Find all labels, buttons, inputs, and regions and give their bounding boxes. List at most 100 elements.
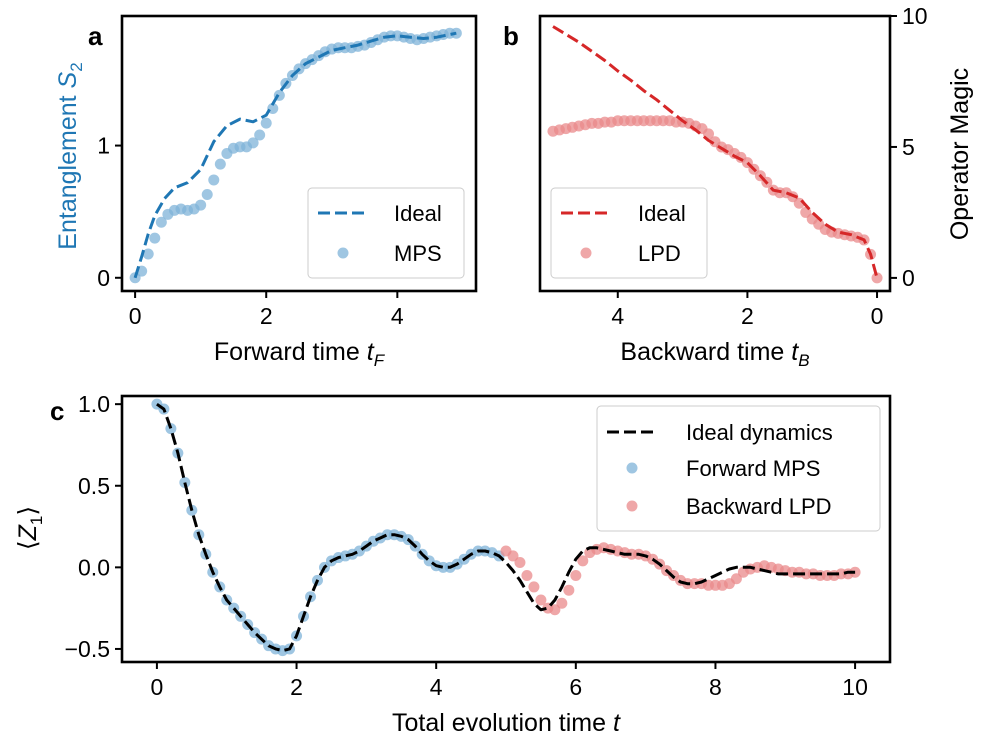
- panel-a-legend-ideal-label: Ideal: [394, 201, 442, 226]
- panel-c-legend-forward-label: Forward MPS: [686, 456, 820, 481]
- backward-lpd-point: [556, 597, 568, 609]
- x-tick-label: 2: [741, 303, 754, 329]
- panel-a-frame: [120, 14, 478, 293]
- panel-b-legend-lpd-label: LPD: [638, 241, 681, 266]
- backward-lpd-point: [521, 570, 533, 582]
- panel-b-x-axis-sub: B: [798, 351, 809, 370]
- ideal-dynamics-line: [156, 402, 856, 653]
- backward-lpd-point: [730, 573, 742, 585]
- panel-a-legend: Ideal MPS: [307, 187, 465, 279]
- panel-a-y-axis-var: S: [54, 71, 82, 88]
- backward-lpd-point: [577, 555, 589, 567]
- mps-point: [201, 188, 213, 200]
- x-tick-label: 4: [391, 303, 404, 329]
- panel-a-legend-mps-swatch: [337, 247, 349, 259]
- panel-a-y-ticks: 01: [97, 133, 122, 291]
- panel-b-legend: Ideal LPD: [550, 187, 708, 279]
- backward-lpd-point: [563, 584, 575, 596]
- panel-b-frame: [538, 14, 892, 293]
- panel-a-y-axis-label-text: Entanglement: [54, 95, 82, 249]
- y-tick-label: 10: [902, 3, 928, 29]
- panel-b-x-ticks: 4 2 0: [611, 291, 883, 329]
- mps-point: [155, 216, 167, 228]
- x-tick-label: 2: [290, 674, 303, 700]
- panel-b: b 4 2 0 0 5 10 Backward time tB Operator Mag…: [503, 3, 974, 370]
- panel-c-x-axis-var: t: [613, 709, 621, 737]
- backward-lpd-point: [507, 550, 519, 562]
- panel-b-y-axis-label: Operator Magic: [946, 68, 974, 240]
- mps-point: [260, 117, 272, 129]
- backward-lpd-point: [549, 604, 561, 616]
- x-tick-label: 4: [430, 674, 443, 700]
- panel-b-plot-area: [547, 25, 883, 284]
- panel-c-legend-ideal-label: Ideal dynamics: [686, 420, 833, 445]
- backward-lpd-point: [528, 581, 540, 593]
- mps-point: [149, 232, 161, 244]
- panel-c-label: c: [50, 396, 64, 426]
- panel-c-legend-backward-swatch: [626, 500, 638, 512]
- panel-a-x-axis-label: Forward time tF: [214, 338, 386, 370]
- panel-c-y-axis-sub: 1: [27, 516, 46, 525]
- mps-point: [142, 248, 154, 260]
- backward-lpd-point: [570, 570, 582, 582]
- y-tick-label: 0.5: [78, 473, 110, 499]
- panel-c-x-axis-label: Total evolution time t: [392, 709, 621, 737]
- panel-c-y-axis-bracket-open: ⟨: [14, 540, 42, 550]
- panel-b-x-axis-label: Backward time tB: [620, 338, 809, 370]
- panel-a-label: a: [88, 21, 103, 51]
- y-tick-label: 5: [902, 134, 915, 160]
- panel-c-legend-forward-swatch: [626, 462, 638, 474]
- panel-b-legend-lpd-swatch: [580, 247, 592, 259]
- forward-mps-point: [179, 476, 191, 488]
- panel-a-x-ticks: 0 2 4: [129, 291, 404, 329]
- mps-point: [214, 158, 226, 170]
- ideal-line: [552, 25, 879, 279]
- mps-point: [247, 137, 259, 149]
- y-tick-label: 1.0: [78, 391, 110, 417]
- panel-a-y-axis-label: Entanglement S2: [54, 62, 86, 249]
- panel-b-x-axis-var: t: [791, 338, 799, 366]
- panel-c-legend-box: [596, 405, 881, 532]
- x-tick-label: 0: [129, 303, 142, 329]
- panel-c-frame: [120, 394, 892, 664]
- panel-b-legend-ideal-label: Ideal: [638, 201, 686, 226]
- ideal-line: [133, 31, 457, 279]
- x-tick-label: 2: [260, 303, 273, 329]
- x-tick-label: 8: [709, 674, 722, 700]
- lpd-point: [871, 272, 883, 284]
- panel-c-legend: Ideal dynamics Forward MPS Backward LPD: [596, 405, 881, 532]
- y-tick-label: 0: [97, 265, 110, 291]
- forward-mps-point: [165, 423, 177, 435]
- mps-point: [450, 27, 462, 39]
- panel-a-legend-mps-label: MPS: [394, 241, 442, 266]
- panel-a-y-axis-sub: 2: [67, 62, 86, 71]
- panel-c-plot-area: [151, 398, 861, 657]
- x-tick-label: 0: [871, 303, 884, 329]
- backward-lpd-point: [514, 556, 526, 568]
- panel-c-y-axis-var: Z: [14, 524, 42, 541]
- panel-b-y-ticks: 0 5 10: [890, 3, 928, 291]
- panel-a-x-axis-var: t: [367, 338, 375, 366]
- panel-b-label: b: [503, 21, 519, 51]
- x-tick-label: 6: [569, 674, 582, 700]
- mps-point: [254, 129, 266, 141]
- y-tick-label: 0.0: [78, 554, 110, 580]
- panel-c-y-ticks: −0.50.00.51.0: [65, 391, 122, 662]
- panel-a-plot-area: [129, 27, 462, 284]
- backward-lpd-point: [535, 594, 547, 606]
- x-tick-label: 10: [842, 674, 868, 700]
- panel-a-x-axis-label-text: Forward time: [214, 338, 360, 366]
- panel-c-y-axis-label: ⟨Z1⟩: [14, 506, 46, 550]
- y-tick-label: 1: [97, 133, 110, 159]
- panel-b-x-axis-label-text: Backward time: [620, 338, 784, 366]
- y-tick-label: 0: [902, 265, 915, 291]
- panel-c-legend-backward-label: Backward LPD: [686, 494, 832, 519]
- panel-c-y-axis-bracket-close: ⟩: [14, 506, 42, 516]
- x-tick-label: 4: [611, 303, 624, 329]
- mps-point: [195, 199, 207, 211]
- panel-c-x-axis-label-text: Total evolution time: [392, 709, 606, 737]
